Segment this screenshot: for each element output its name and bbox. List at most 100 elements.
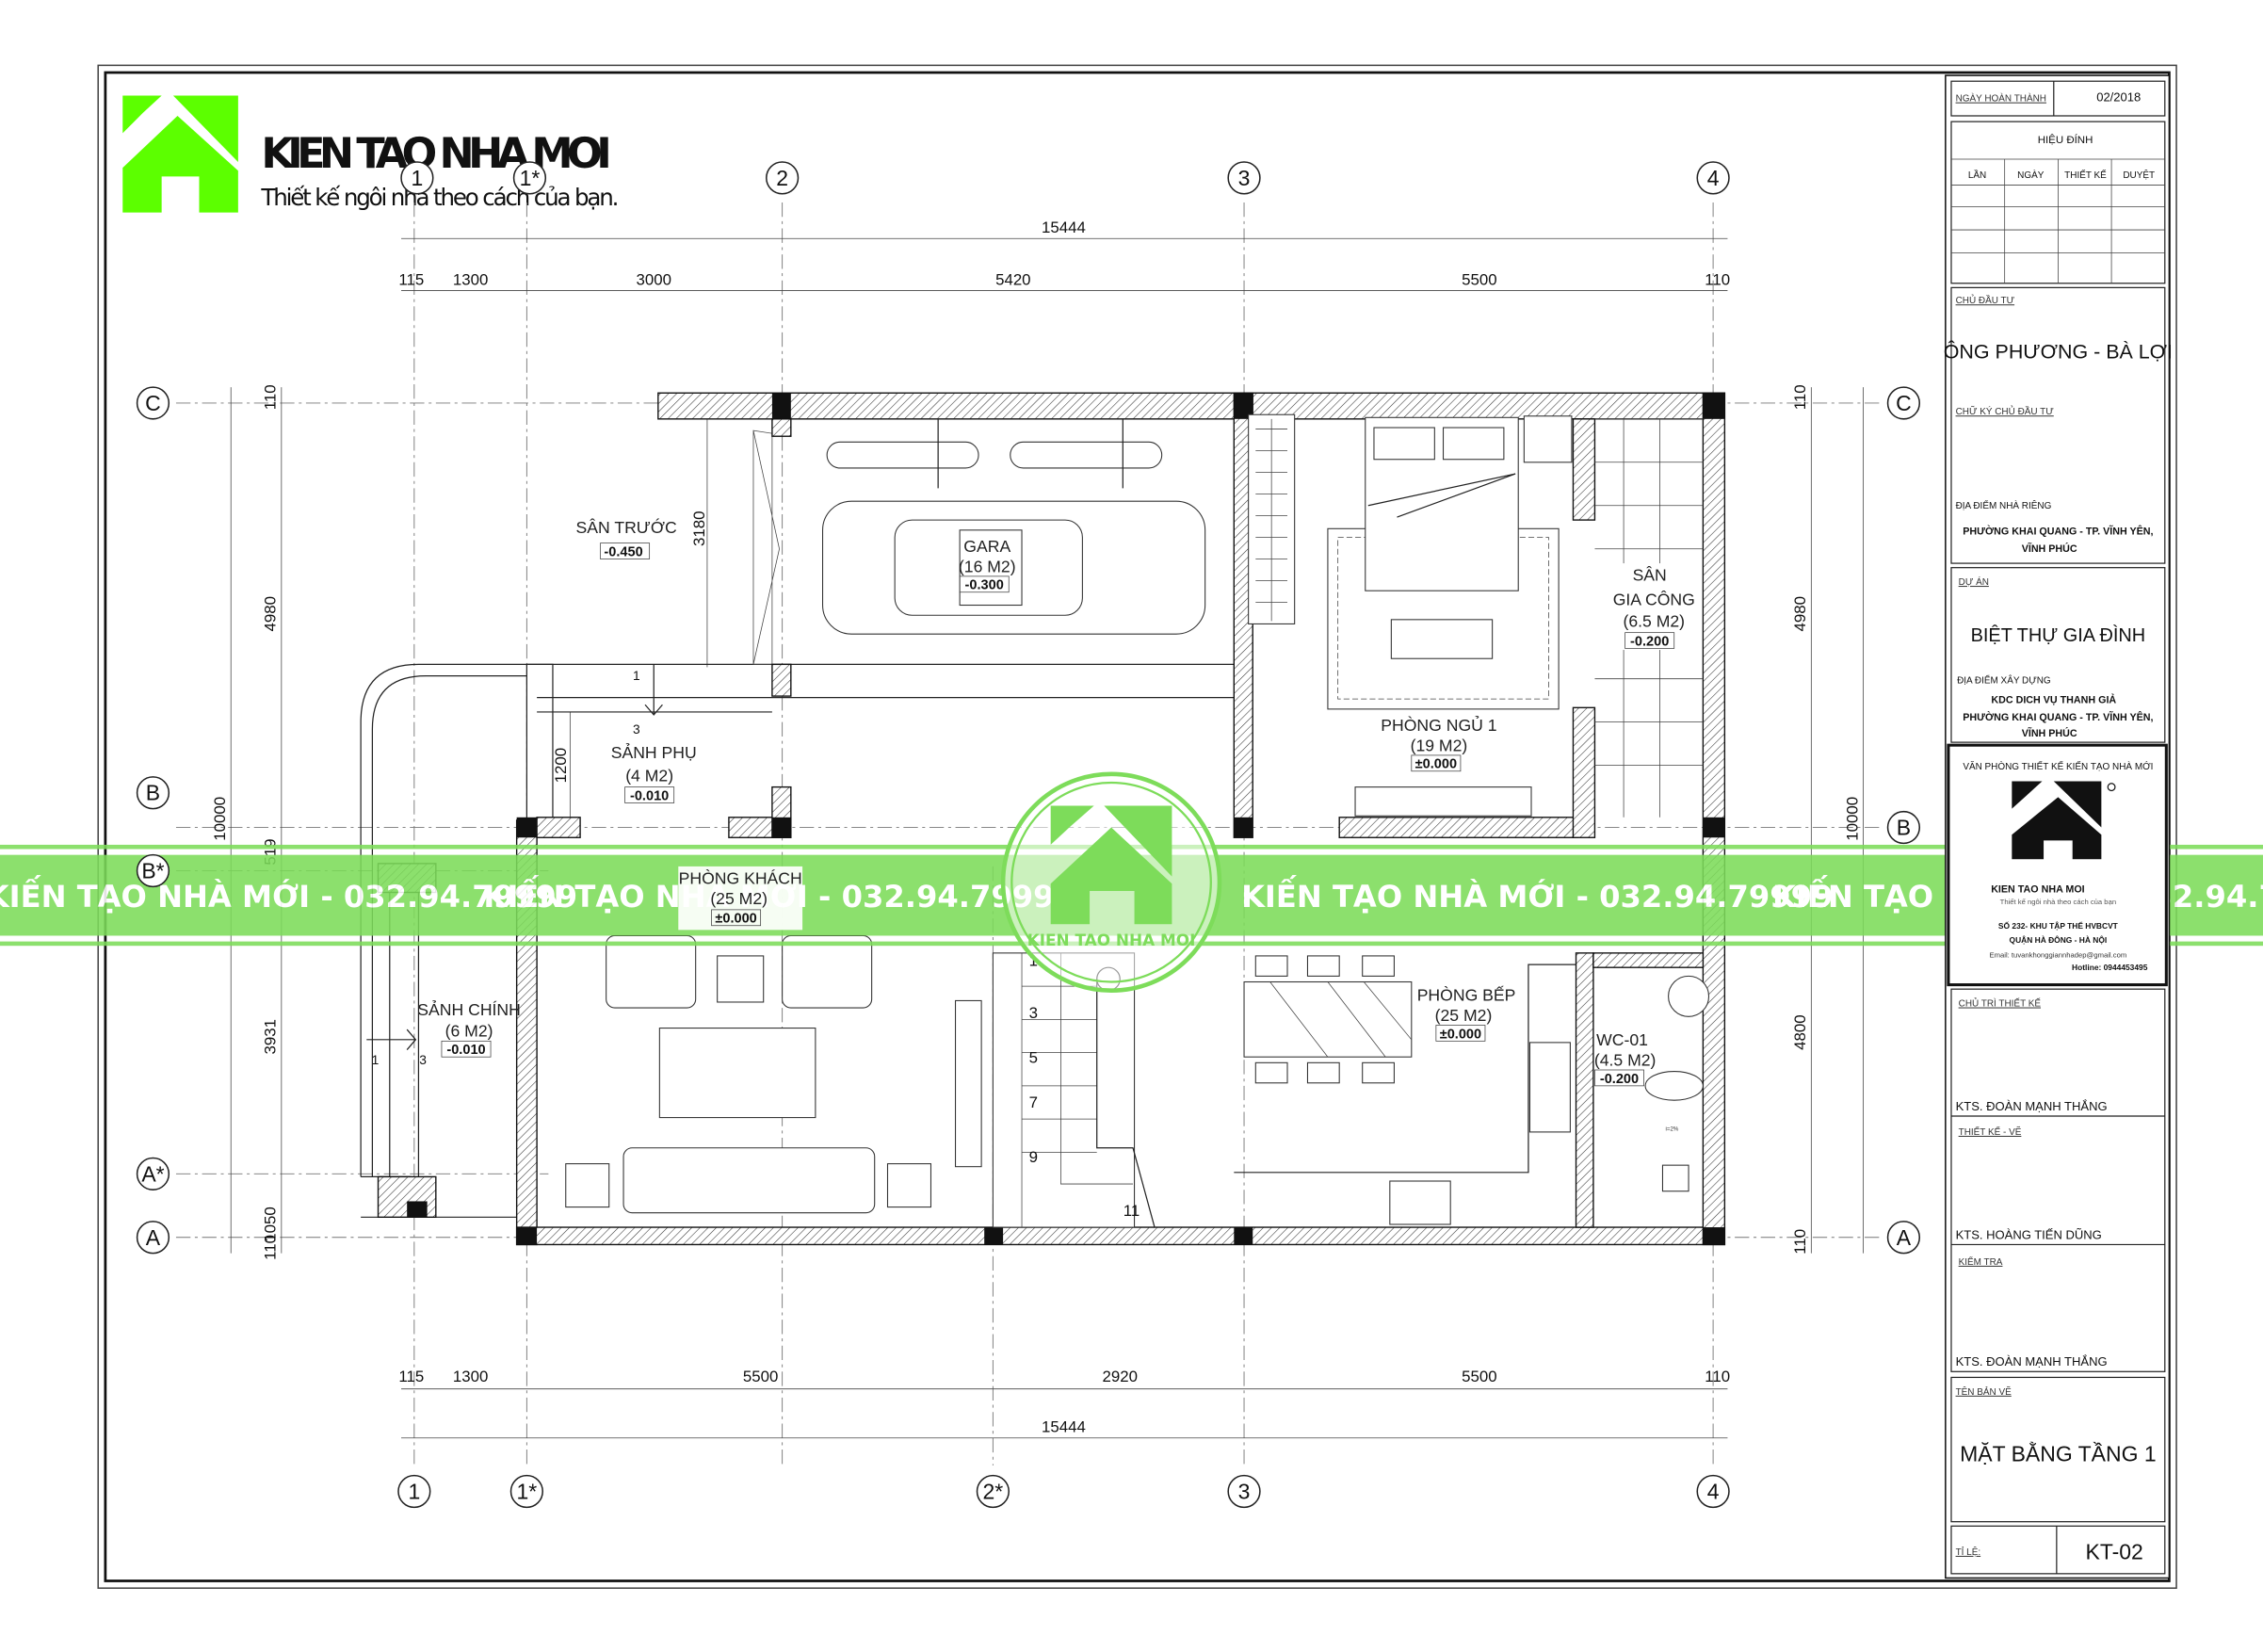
svg-text:1300: 1300 (453, 1368, 488, 1385)
svg-text:ĐỊA ĐIỂM NHÀ RIÊNG: ĐỊA ĐIỂM NHÀ RIÊNG (1956, 500, 2052, 511)
side-table-icon (717, 955, 765, 1003)
room-phong-bep: PHÒNG BẾP (25 M2) ±0.000 (1417, 984, 1516, 1042)
svg-text:A: A (1897, 1225, 1912, 1250)
svg-text:B: B (1897, 816, 1911, 840)
room-wc-01: WC-01 (4.5 M2) -0.200 i=2% (1594, 1030, 1679, 1132)
svg-text:3180: 3180 (690, 511, 708, 546)
svg-text:-0.010: -0.010 (446, 1043, 485, 1058)
svg-text:110: 110 (262, 1235, 280, 1260)
svg-text:4980: 4980 (1791, 596, 1809, 631)
svg-text:BIỆT THỰ GIA ĐÌNH: BIỆT THỰ GIA ĐÌNH (1971, 624, 2146, 646)
cabinet-icon (954, 999, 982, 1168)
axis-bottom-4: 4 (1696, 1474, 1730, 1509)
company-logo: KIEN TAO NHA MOI Thiết kế ngôi nhà theo … (122, 95, 619, 213)
svg-text:115: 115 (398, 1368, 424, 1385)
staircase (992, 952, 1156, 1228)
room-gara: GARA (16 M2) -0.300 (959, 537, 1016, 593)
svg-text:NGÀY: NGÀY (2017, 170, 2045, 181)
svg-text:PHÒNG BẾP: PHÒNG BẾP (1417, 984, 1516, 1004)
svg-text:4: 4 (1707, 1479, 1720, 1503)
axis-bottom-2star: 2* (976, 1474, 1010, 1509)
svg-text:110: 110 (1791, 384, 1809, 410)
svg-text:1: 1 (412, 166, 424, 190)
interior-dimensions: 3180 1200 (552, 418, 708, 823)
svg-text:1: 1 (408, 1479, 420, 1503)
svg-text:115: 115 (398, 270, 424, 288)
step-numbers: 1 3 5 7 9 11 1 3 1 3 (366, 664, 1140, 1220)
svg-text:KDC DICH VỤ THANH GIẢ: KDC DICH VỤ THANH GIẢ (1991, 694, 2116, 706)
svg-text:A: A (146, 1225, 161, 1250)
axis-left-A: A (136, 1221, 170, 1255)
lamp-table-icon (886, 1163, 932, 1208)
axis-top-1star: 1* (512, 161, 547, 195)
svg-text:3: 3 (1238, 1479, 1251, 1503)
svg-text:WC-01: WC-01 (1596, 1030, 1648, 1049)
svg-text:VĨNH PHÚC: VĨNH PHÚC (2022, 543, 2077, 555)
svg-text:CHỦ ĐẦU TƯ: CHỦ ĐẦU TƯ (1956, 295, 2015, 306)
svg-text:(19 M2): (19 M2) (1411, 736, 1468, 754)
room-san-truoc: SÂN TRƯỚC -0.450 (576, 517, 677, 560)
svg-text:±0.000: ±0.000 (1440, 1027, 1481, 1042)
washbasin-icon (1668, 975, 1710, 1017)
toilet-icon (1644, 1070, 1704, 1101)
axis-left-C: C (136, 386, 170, 420)
shower-icon (1661, 1164, 1689, 1192)
svg-text:KIEN TAO NHA MOI: KIEN TAO NHA MOI (1991, 883, 2084, 895)
axis-bottom-1: 1 (397, 1474, 431, 1509)
svg-text:B*: B* (141, 859, 164, 883)
axis-right-C: C (1886, 386, 1921, 420)
svg-text:15444: 15444 (1042, 219, 1086, 236)
svg-text:THIẾT KẾ: THIẾT KẾ (2064, 170, 2107, 181)
motorbike-icon (1010, 418, 1163, 489)
dimension-lines (230, 237, 1864, 1439)
svg-text:(4 M2): (4 M2) (625, 766, 673, 785)
nightstand-icon (1523, 415, 1573, 463)
svg-text:110: 110 (1705, 1368, 1730, 1385)
svg-text:KT-02: KT-02 (2086, 1540, 2143, 1564)
svg-text:THIẾT KẾ - VẼ: THIẾT KẾ - VẼ (1959, 1127, 2022, 1138)
room-sanh-phu: SẢNH PHỤ (4 M2) -0.010 (611, 742, 697, 803)
svg-text:GIA CÔNG: GIA CÔNG (1613, 590, 1695, 609)
svg-text:±0.000: ±0.000 (715, 912, 756, 927)
svg-text:SỐ 232- KHU TẬP THỂ HVBCVT: SỐ 232- KHU TẬP THỂ HVBCVT (1998, 920, 2119, 931)
axis-right-A: A (1886, 1221, 1921, 1255)
house-logo-icon (122, 95, 238, 213)
svg-text:2: 2 (776, 166, 788, 190)
svg-text:3: 3 (1029, 1004, 1038, 1022)
top-dimensions: 15444 115 1300 3000 5420 5500 110 (398, 219, 1730, 288)
svg-text:110: 110 (262, 384, 280, 410)
axis-top-3: 3 (1227, 161, 1261, 195)
svg-text:3931: 3931 (262, 1019, 280, 1054)
svg-text:110: 110 (1705, 270, 1730, 288)
room-san-gia-cong: SÂN GIA CÔNG (6.5 M2) -0.200 (1594, 418, 1704, 818)
svg-text:1*: 1* (520, 166, 541, 190)
bottom-dimensions: 115 1300 5500 2920 5500 110 15444 (398, 1368, 1730, 1436)
svg-text:CHỮ KÝ CHỦ ĐẦU TƯ: CHỮ KÝ CHỦ ĐẦU TƯ (1956, 406, 2055, 417)
svg-text:A*: A* (141, 1161, 164, 1186)
svg-text:ĐỊA ĐIỂM XÂY DỰNG: ĐỊA ĐIỂM XÂY DỰNG (1957, 674, 2051, 686)
armchair-icon (606, 934, 873, 1009)
svg-text:4800: 4800 (1791, 1014, 1809, 1049)
svg-text:5500: 5500 (1462, 1368, 1496, 1385)
svg-text:DUYỆT: DUYỆT (2123, 170, 2155, 181)
svg-text:PHÒNG KHÁCH: PHÒNG KHÁCH (679, 867, 802, 887)
svg-text:SẢNH PHỤ: SẢNH PHỤ (611, 742, 697, 762)
svg-text:PHÒNG NGỦ 1: PHÒNG NGỦ 1 (1381, 715, 1496, 735)
right-dimensions: 110 4980 4800 110 10000 (1791, 384, 1861, 1254)
svg-text:3000: 3000 (636, 270, 671, 288)
svg-text:1: 1 (1029, 952, 1038, 970)
svg-text:i=2%: i=2% (1666, 1126, 1679, 1132)
svg-text:B: B (146, 781, 160, 805)
svg-text:±0.000: ±0.000 (1415, 757, 1457, 772)
floor-outlines (360, 429, 1235, 1218)
axis-top-2: 2 (766, 161, 800, 195)
svg-text:PHƯỜNG KHAI QUANG - TP. VĨNH Y: PHƯỜNG KHAI QUANG - TP. VĨNH YÊN, (1963, 711, 2153, 723)
svg-text:SẢNH CHÍNH: SẢNH CHÍNH (417, 999, 521, 1019)
svg-text:3: 3 (419, 1053, 427, 1067)
svg-text:Hotline: 0944453495: Hotline: 0944453495 (2072, 963, 2148, 972)
svg-text:1200: 1200 (552, 748, 570, 783)
title-block: NGÀY HOÀN THÀNH 02/2018 HIỆU ĐÍNH LẦN NG… (1944, 74, 2173, 1579)
svg-text:1*: 1* (517, 1479, 538, 1503)
svg-text:10000: 10000 (1843, 797, 1861, 841)
svg-text:-0.200: -0.200 (1600, 1072, 1639, 1087)
